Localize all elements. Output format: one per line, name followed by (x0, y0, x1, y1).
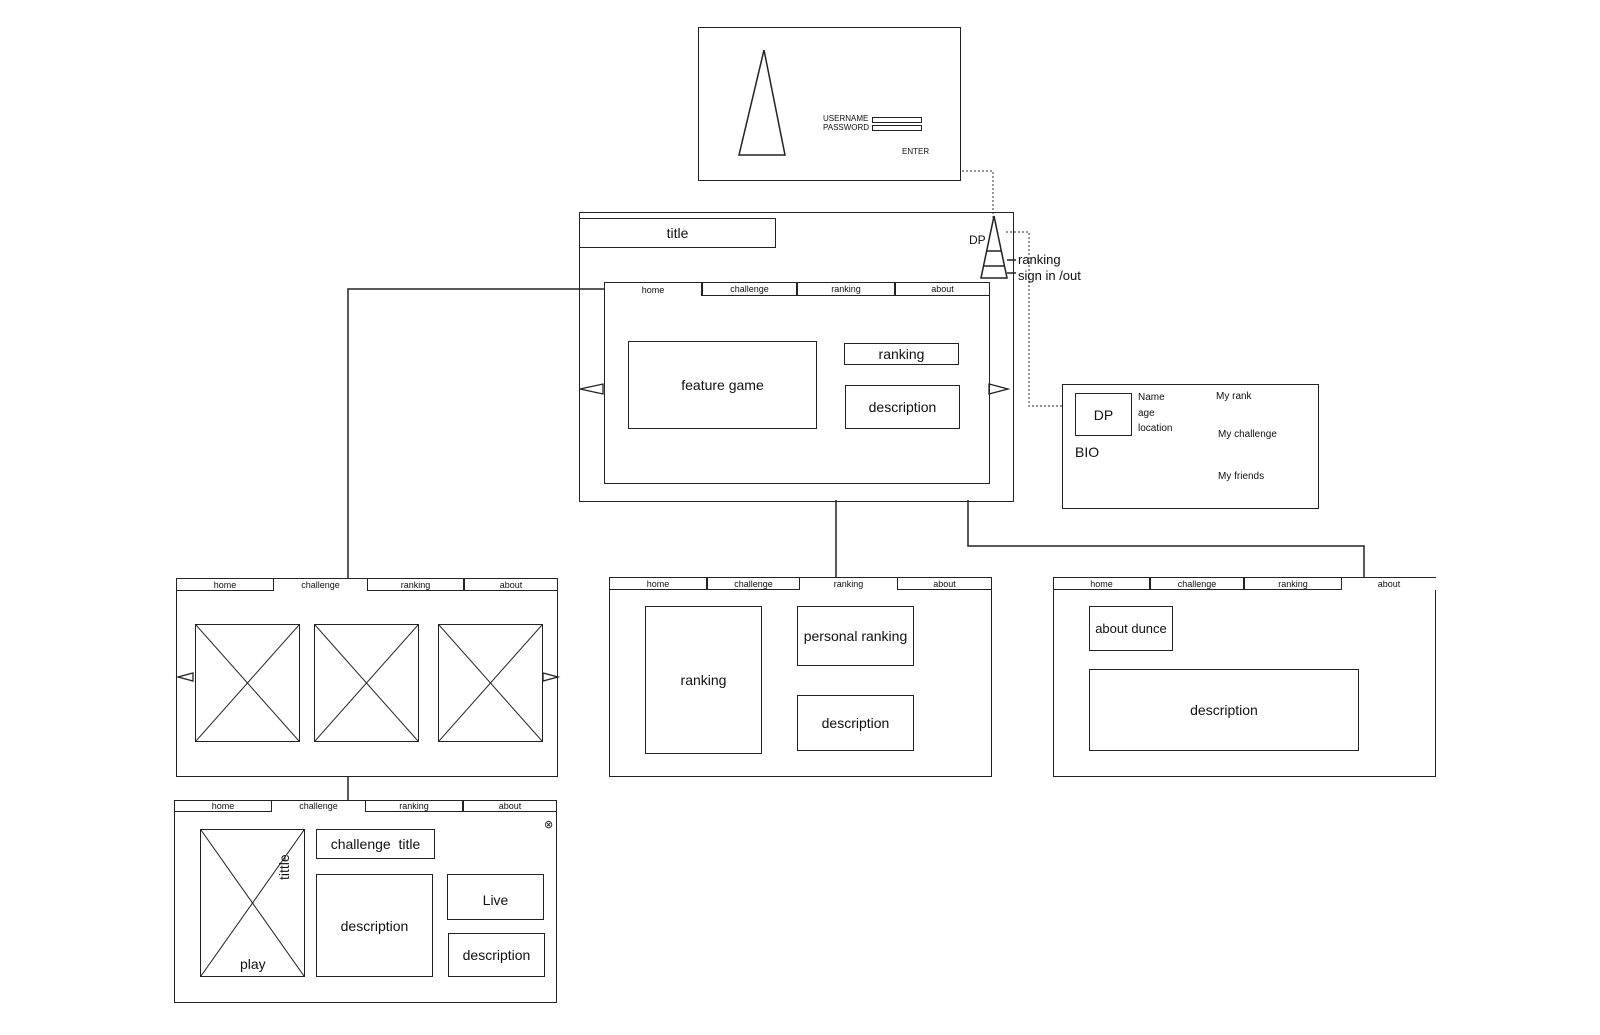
image-placeholder-icon (196, 625, 299, 741)
profile-card (1062, 384, 1319, 509)
feature-game[interactable]: feature game (628, 341, 817, 429)
username-input[interactable] (872, 117, 922, 123)
about-tab-challenge[interactable]: challenge (1150, 577, 1244, 590)
home-tab-about[interactable]: about (895, 282, 990, 296)
enter-button[interactable]: ENTER (902, 147, 930, 156)
about-description-box: description (1089, 669, 1359, 751)
profile-my-challenge-link[interactable]: My challenge (1218, 429, 1277, 440)
live-description-box: description (448, 933, 545, 977)
home-title: title (579, 218, 776, 248)
home-description-box: description (845, 385, 960, 429)
about-tab-home[interactable]: home (1053, 577, 1150, 590)
ranking-tab-home[interactable]: home (609, 577, 707, 590)
ranking-tab-challenge[interactable]: challenge (707, 577, 800, 590)
dp-menu-sign-in-out[interactable]: sign in /out (1018, 268, 1081, 283)
challenge-tab-about[interactable]: about (464, 578, 558, 591)
home-tab-home[interactable]: home (604, 282, 702, 296)
password-input[interactable] (872, 125, 922, 131)
personal-ranking-box[interactable]: personal ranking (797, 606, 914, 666)
profile-dp: DP (1075, 393, 1132, 436)
challenge-thumb-2[interactable] (314, 624, 419, 742)
ranking-tab-ranking[interactable]: ranking (800, 577, 897, 590)
dp-menu-ranking[interactable]: ranking (1018, 252, 1061, 267)
challenge-video-player[interactable] (200, 829, 305, 977)
detail-tab-home[interactable]: home (174, 800, 272, 812)
link-home-to-about (967, 500, 1365, 578)
profile-my-rank-link[interactable]: My rank (1216, 391, 1252, 402)
image-placeholder-icon (315, 625, 418, 741)
challenge-vertical-title: tittle (276, 854, 292, 880)
live-button[interactable]: Live (447, 874, 544, 920)
profile-my-friends-link[interactable]: My friends (1218, 471, 1265, 482)
challenge-thumb-3[interactable] (438, 624, 543, 742)
link-login-to-dp (962, 170, 994, 218)
challenge-tab-home[interactable]: home (176, 578, 274, 591)
about-title-box: about dunce (1089, 606, 1173, 651)
ranking-list-box: ranking (645, 606, 762, 754)
profile-location-field: location (1138, 423, 1173, 434)
login-screen (698, 27, 961, 181)
challenge-description-box: description (316, 874, 433, 977)
detail-tab-ranking[interactable]: ranking (365, 800, 463, 812)
about-tab-ranking[interactable]: ranking (1244, 577, 1342, 590)
challenge-title-box: challenge title (316, 829, 435, 859)
profile-name-field: Name (1138, 392, 1165, 403)
image-placeholder-icon (201, 830, 304, 976)
about-tab-about[interactable]: about (1342, 577, 1436, 590)
play-button[interactable]: play (238, 956, 268, 972)
home-tab-challenge[interactable]: challenge (702, 282, 797, 296)
ranking-tab-about[interactable]: about (897, 577, 992, 590)
close-icon[interactable]: ⊗ (544, 819, 554, 831)
ranking-description-box: description (797, 695, 914, 751)
home-tab-ranking[interactable]: ranking (797, 282, 895, 296)
profile-bio: BIO (1075, 444, 1100, 460)
detail-tab-about[interactable]: about (463, 800, 557, 812)
challenge-tab-challenge[interactable]: challenge (274, 578, 367, 591)
link-home-to-challenge (347, 288, 604, 578)
dp-avatar-label[interactable]: DP (969, 233, 986, 247)
detail-tab-challenge[interactable]: challenge (272, 800, 365, 812)
challenge-tab-ranking[interactable]: ranking (367, 578, 464, 591)
challenge-thumb-1[interactable] (195, 624, 300, 742)
username-label: USERNAME (823, 114, 869, 123)
home-screen (579, 212, 1014, 502)
home-ranking-box[interactable]: ranking (844, 343, 959, 365)
image-placeholder-icon (439, 625, 542, 741)
password-label: PASSWORD (823, 123, 870, 132)
profile-age-field: age (1138, 408, 1155, 419)
